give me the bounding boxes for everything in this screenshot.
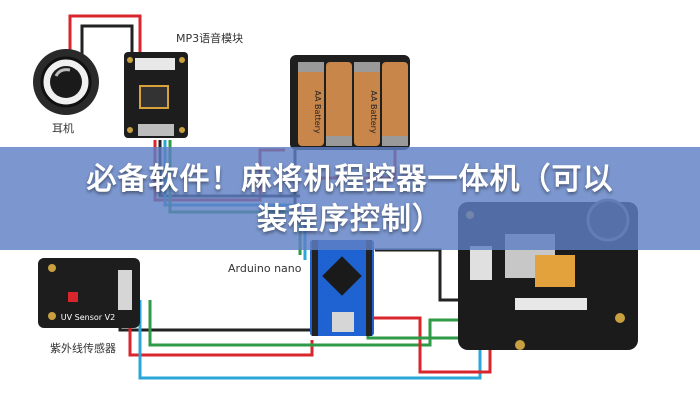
battery-label-1: AA Battery	[313, 90, 322, 134]
mp3-module-board	[124, 52, 188, 138]
wire-uv-red	[128, 300, 314, 357]
battery-pack: AA Battery AA Battery	[290, 55, 410, 150]
wire-headphone-black	[80, 24, 134, 55]
uv-sensor-label: 紫外线传感器	[50, 342, 116, 355]
title-banner	[0, 147, 700, 250]
headphone-icon	[33, 49, 99, 115]
uv-board-text: UV Sensor V2	[61, 313, 115, 322]
mp3-module-label: MP3语音模块	[176, 32, 244, 45]
banner-title-line-2: 装程序控制）	[257, 202, 443, 237]
wire-uv-green	[148, 300, 470, 347]
arduino-nano-label: Arduino nano	[228, 262, 302, 275]
headphones-label: 耳机	[52, 122, 74, 135]
uv-sensor-board: UV Sensor V2	[38, 258, 140, 328]
battery-label-2: AA Battery	[369, 90, 378, 134]
wire-nano-black	[375, 248, 470, 302]
wire-headphone-red	[68, 14, 142, 60]
arduino-nano-board	[310, 240, 374, 336]
banner-title: 必备软件！麻将机程控器一体机（可以 装程序控制）	[0, 160, 700, 240]
banner-title-line-1: 必备软件！麻将机程控器一体机（可以	[86, 162, 614, 197]
